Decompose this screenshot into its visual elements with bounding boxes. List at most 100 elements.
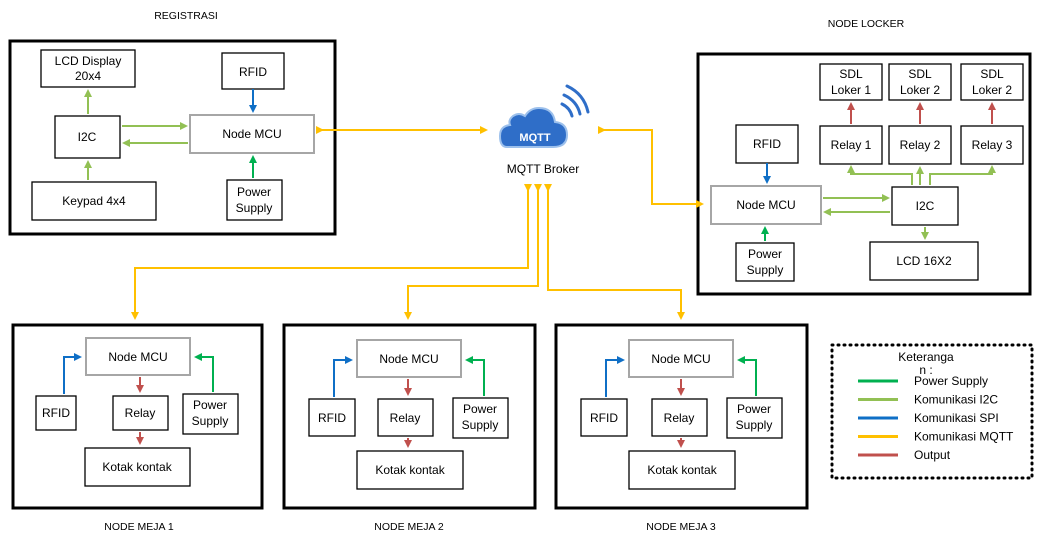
lcd-display-label-2: 20x4: [75, 69, 101, 83]
meja1-power-to-mcu-line: [194, 353, 214, 392]
power-supply-label-1: Power: [237, 185, 271, 199]
meja3-power-supply-block: [726, 397, 783, 439]
meja2-node-mcu-block: [356, 339, 462, 378]
rfid-block: [221, 52, 285, 90]
relay2-label: Relay 2: [900, 138, 941, 152]
sdl-loker3-label-2: Loker 2: [972, 83, 1012, 97]
legend-label-0: Power Supply: [914, 374, 988, 388]
node-mcu-block: [189, 114, 315, 154]
legend-title-1: Keteranga: [898, 350, 954, 364]
relay2-block: [888, 125, 952, 165]
registrasi-title: REGISTRASI: [154, 10, 218, 22]
broker-label: MQTT Broker: [507, 162, 579, 176]
meja1-kotak-kontak-block: [84, 447, 191, 487]
sdl-loker1-label-1: SDL: [839, 67, 863, 81]
meja2-power-to-mcu-line: [465, 356, 485, 396]
meja2-kotak-kontak-block: [356, 450, 464, 490]
locker-rfid-block: [735, 124, 799, 164]
sdl-loker2-block: [888, 63, 952, 101]
meja1-node-mcu-label: Node MCU: [108, 350, 167, 364]
meja3-node: Node MCU RFID Relay Power Supply Kotak k…: [580, 339, 783, 490]
locker-i2c-block: [891, 186, 959, 226]
sdl-loker1-label-2: Loker 1: [831, 83, 871, 97]
meja2-power-supply-label-2: Supply: [462, 418, 499, 432]
meja2-power-supply-label-1: Power: [463, 402, 497, 416]
relay1-label: Relay 1: [831, 138, 872, 152]
legend-frame: [830, 343, 1034, 480]
power-supply-label-2: Supply: [236, 201, 273, 215]
registrasi-node: LCD Display 20x4 RFID I2C Node MCU Keypa…: [31, 49, 315, 221]
keypad-block: [31, 181, 157, 221]
power-supply-block: [226, 179, 283, 221]
meja3-node-mcu-block: [628, 339, 734, 378]
meja1-rfid-block: [35, 395, 77, 431]
meja1-power-supply-block: [182, 393, 239, 435]
meja2-relay-label: Relay: [390, 411, 421, 425]
meja1-relay-label: Relay: [125, 406, 156, 420]
meja1-kotak-kontak-label: Kotak kontak: [102, 460, 172, 474]
sdl-loker1-block: [819, 63, 883, 101]
locker-title: NODE LOCKER: [828, 18, 905, 30]
relay3-label: Relay 3: [972, 138, 1013, 152]
meja2-rfid-label: RFID: [318, 411, 346, 425]
cloud-wifi-icon: MQTT: [498, 84, 590, 148]
mqtt-lines: [131, 126, 704, 320]
meja1-title: NODE MEJA 1: [104, 521, 174, 533]
mqtt-line-locker: [598, 126, 704, 208]
meja3-rfid-block: [580, 398, 628, 437]
meja3-title: NODE MEJA 3: [646, 521, 716, 533]
meja2-title: NODE MEJA 2: [374, 521, 444, 533]
legend-label-1: Komunikasi I2C: [914, 393, 998, 407]
locker-rfid-label: RFID: [753, 137, 781, 151]
relay1-block: [819, 125, 883, 165]
meja1-node-mcu-block: [85, 337, 191, 376]
mqtt-logo-text: MQTT: [519, 132, 550, 144]
meja1-node: Node MCU RFID Relay Power Supply Kotak k…: [35, 337, 239, 487]
rfid-label: RFID: [239, 65, 267, 79]
meja2-node-mcu-label: Node MCU: [379, 352, 438, 366]
meja1-power-supply-label-2: Supply: [192, 414, 229, 428]
lcd-16x2-label: LCD 16X2: [896, 254, 952, 268]
meja3-kotak-kontak-block: [628, 450, 736, 490]
legend-label-3: Komunikasi MQTT: [914, 430, 1014, 444]
locker-node: SDL Loker 1 SDL Loker 2 SDL Loker 2 Rela…: [710, 63, 1024, 282]
legend-title-2: n :: [919, 363, 932, 377]
meja3-power-to-mcu-line: [737, 356, 757, 396]
meja1-rfid-to-mcu-line: [63, 353, 82, 394]
node-mcu-label: Node MCU: [222, 127, 281, 141]
meja3-relay-label: Relay: [664, 411, 695, 425]
lcd-display-label-1: LCD Display: [55, 54, 122, 68]
lcd-16x2-block: [869, 241, 979, 281]
keypad-label: Keypad 4x4: [62, 194, 126, 208]
meja3-kotak-kontak-label: Kotak kontak: [647, 463, 717, 477]
meja2-kotak-kontak-label: Kotak kontak: [375, 463, 445, 477]
meja2-power-supply-block: [452, 397, 509, 439]
meja1-power-supply-label-1: Power: [193, 398, 227, 412]
sdl-loker2-label-1: SDL: [908, 67, 932, 81]
relay3-block: [960, 125, 1024, 165]
meja3-relay-block: [651, 398, 708, 437]
meja1-relay-block: [112, 395, 169, 431]
i2c-block: [54, 115, 121, 159]
locker-power-supply-block: [735, 242, 795, 282]
meja2-node: Node MCU RFID Relay Power Supply Kotak k…: [308, 339, 509, 490]
sdl-loker3-block: [960, 63, 1024, 101]
legend-label-4: Output: [914, 448, 951, 462]
sdl-loker2-label-2: Loker 2: [900, 83, 940, 97]
locker-node-mcu-block: [710, 185, 822, 225]
locker-power-supply-label-1: Power: [748, 247, 782, 261]
meja1-rfid-label: RFID: [42, 406, 70, 420]
meja2-rfid-block: [308, 398, 356, 437]
mqtt-line-meja2: [404, 184, 542, 320]
mqtt-line-meja3: [544, 184, 685, 320]
meja3-node-mcu-label: Node MCU: [651, 352, 710, 366]
lcd-display-block: [40, 49, 136, 88]
meja3-power-supply-label-2: Supply: [736, 418, 773, 432]
meja3-rfid-to-mcu-line: [605, 356, 625, 397]
i2c-to-relay3-line: [929, 165, 996, 185]
meja2-rfid-to-mcu-line: [333, 356, 353, 397]
legend-label-2: Komunikasi SPI: [914, 411, 999, 425]
